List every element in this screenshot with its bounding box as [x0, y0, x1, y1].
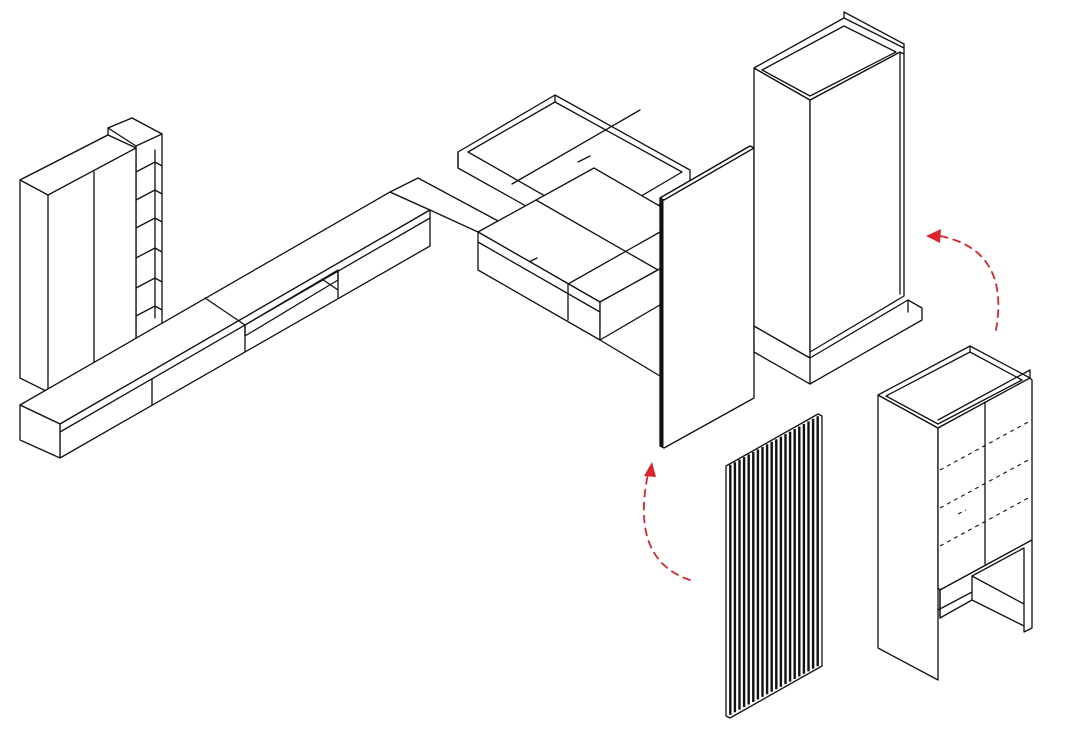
slat-lines: [729, 416, 819, 715]
arrow-left: [642, 462, 691, 581]
hinged-wall-panel: [659, 145, 755, 449]
tall-cabinet-with-shelves: [19, 117, 163, 393]
platform-bed-storage: [457, 94, 716, 377]
arrow-right: [926, 229, 1000, 331]
tall-column-cabinet: [753, 11, 923, 385]
shelf-lines: [135, 149, 163, 319]
upper-storage-cabinet: [877, 345, 1033, 681]
slatted-panel: [725, 413, 823, 719]
